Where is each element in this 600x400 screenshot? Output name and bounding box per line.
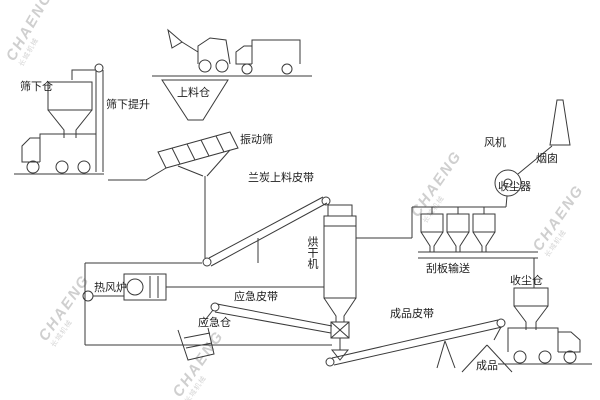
label-dryer: 烘干机 xyxy=(306,235,319,269)
label-feed-bin: 上料仓 xyxy=(177,85,210,99)
product-belt: 成品皮带 xyxy=(325,307,506,369)
emergency-belt: 应急皮带 xyxy=(201,289,333,334)
truck-top-icon xyxy=(235,39,301,75)
dust-bin: 收尘仓 xyxy=(510,273,549,330)
fan: 风机 xyxy=(484,135,553,208)
label-chimney: 烟囱 xyxy=(536,151,558,165)
truck-right-icon xyxy=(498,327,592,365)
label-dust-bin: 收尘仓 xyxy=(510,273,543,287)
coal-feed-belt: 兰炭上料皮带 xyxy=(85,170,331,267)
label-coal-feed-belt: 兰炭上料皮带 xyxy=(248,170,314,184)
truck-left-icon xyxy=(14,133,104,175)
dryer: 烘干机 xyxy=(306,204,357,361)
dust-collector: 收尘器 xyxy=(420,179,531,252)
hot-air-furnace: 热风炉 xyxy=(82,273,324,302)
watermarks: CHAENG 长城机械 CHAENG 长城机械 CHAENG 长城机械 CHAE… xyxy=(3,0,588,400)
label-emergency-belt: 应急皮带 xyxy=(234,289,278,303)
vibrating-screen: 振动筛 xyxy=(108,131,273,258)
label-fan: 风机 xyxy=(484,135,506,149)
feed-bin: 上料仓 xyxy=(161,79,229,121)
watermark-brand: CHAENG 长城机械 xyxy=(529,181,587,258)
label-product-belt: 成品皮带 xyxy=(390,307,434,320)
under-screen-bin: 筛下仓 xyxy=(20,79,93,138)
watermark-brand: CHAENG 长城机械 xyxy=(35,271,93,348)
label-under-screen-bin: 筛下仓 xyxy=(20,79,53,93)
label-vibrating-screen: 振动筛 xyxy=(240,132,273,146)
watermark-brand: CHAENG 长城机械 xyxy=(407,147,465,224)
watermark-brand: CHAENG 长城机械 xyxy=(3,0,56,68)
watermark-brand: CHAENG 长城机械 xyxy=(169,327,227,400)
under-screen-elevator: 筛下提升 xyxy=(71,63,150,172)
label-hot-air-furnace: 热风炉 xyxy=(94,281,127,294)
scraper-conveyor: 刮板输送 xyxy=(418,251,538,288)
label-dust-collector: 收尘器 xyxy=(498,179,531,193)
collector-unit xyxy=(446,207,470,252)
label-under-screen-elevator: 筛下提升 xyxy=(106,97,150,111)
frame-lines xyxy=(84,263,332,346)
collector-unit xyxy=(420,207,444,252)
label-scraper-conveyor: 刮板输送 xyxy=(426,261,470,275)
product-pile: 成品 xyxy=(461,344,513,373)
label-product: 成品 xyxy=(476,359,498,372)
wheel-loader-icon xyxy=(167,28,231,73)
collector-unit xyxy=(472,207,496,252)
exhaust-duct xyxy=(356,206,506,239)
label-emergency-bin: 应急仓 xyxy=(198,315,231,329)
chimney: 烟囱 xyxy=(536,99,571,165)
